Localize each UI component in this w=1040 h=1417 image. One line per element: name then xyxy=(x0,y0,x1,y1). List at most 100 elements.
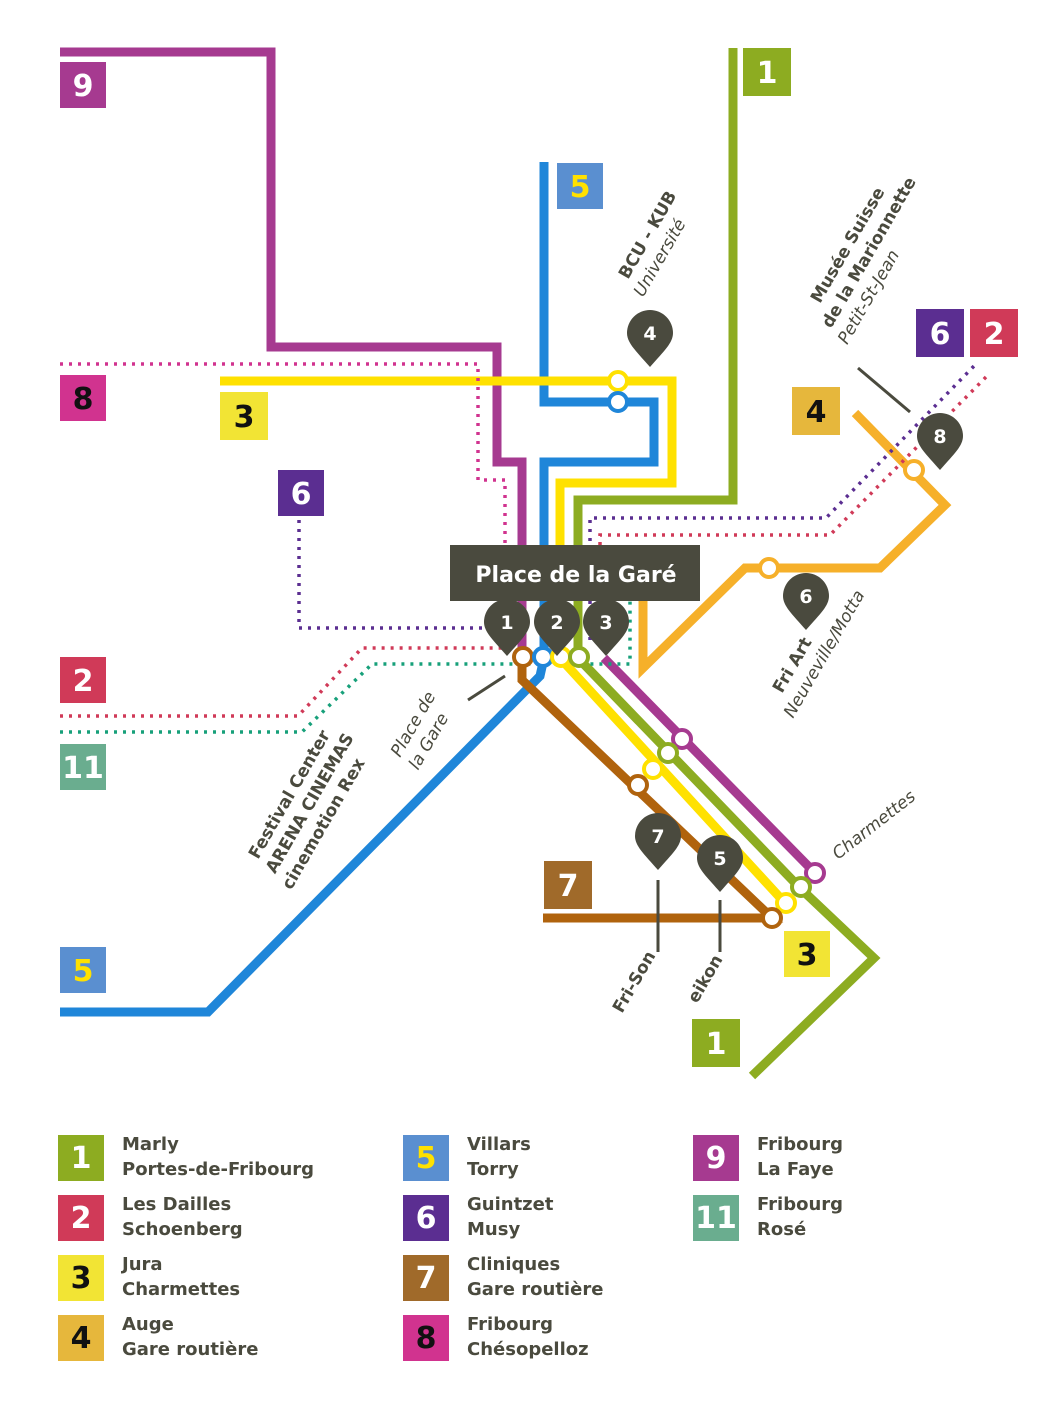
badge-line-5-bottom[interactable]: 5 xyxy=(60,947,106,993)
station-gare-green[interactable] xyxy=(568,646,590,668)
legend-badge-2: 2 xyxy=(58,1195,104,1241)
poi-bcu-kub: BCU - KUB Université xyxy=(615,188,690,301)
station-charmettes-green[interactable] xyxy=(790,876,812,898)
line-5-route xyxy=(60,162,659,1017)
svg-text:1: 1 xyxy=(706,1027,727,1062)
svg-text:5: 5 xyxy=(570,170,591,205)
pin-7[interactable]: 7 xyxy=(635,813,681,870)
svg-text:3: 3 xyxy=(599,612,612,634)
svg-text:6: 6 xyxy=(799,586,812,608)
line-2-route xyxy=(60,646,502,718)
svg-text:3: 3 xyxy=(234,400,255,435)
badge-line-7[interactable]: 7 xyxy=(544,861,592,909)
poi-place-de-la-gare: Place de la Gare xyxy=(387,688,453,773)
pin-3[interactable]: 3 xyxy=(583,599,629,656)
hub-label[interactable]: Place de la Garé xyxy=(475,563,676,588)
svg-text:6: 6 xyxy=(930,317,951,352)
station-south-brown[interactable] xyxy=(627,774,649,796)
svg-text:Fri-Son: Fri-Son xyxy=(609,948,660,1017)
svg-text:4: 4 xyxy=(643,323,656,345)
svg-text:9: 9 xyxy=(73,69,94,104)
line-3-route xyxy=(220,376,789,907)
pin-1[interactable]: 1 xyxy=(484,599,530,656)
badge-line-3-left[interactable]: 3 xyxy=(220,392,268,440)
badge-line-11[interactable]: 11 xyxy=(60,744,106,790)
svg-text:8: 8 xyxy=(933,426,946,448)
legend-badge-6: 6 xyxy=(403,1195,449,1241)
badge-line-3-bottom[interactable]: 3 xyxy=(784,931,830,977)
legend-badge-7: 7 xyxy=(403,1255,449,1301)
svg-text:7: 7 xyxy=(558,869,579,904)
station-charmettes-purple[interactable] xyxy=(804,862,826,884)
legend-badge-11: 11 xyxy=(693,1195,739,1241)
legend-badge-4: 4 xyxy=(58,1315,104,1361)
poi-frison: Fri-Son xyxy=(609,948,660,1017)
transit-map: Place de la Garé 4 8 6 1 2 3 7 5 9 1 xyxy=(60,47,1018,1080)
legend-badge-5: 5 xyxy=(403,1135,449,1181)
poi-charmettes: Charmettes xyxy=(829,787,920,864)
line-4-route xyxy=(638,409,952,679)
badge-line-4[interactable]: 4 xyxy=(792,387,840,435)
leader-musee xyxy=(857,366,911,414)
badge-line-9[interactable]: 9 xyxy=(60,62,106,108)
hub-label-box xyxy=(450,545,700,601)
line-2-route-east xyxy=(598,373,990,635)
station-south-green[interactable] xyxy=(657,742,679,764)
legend-badge-1: 1 xyxy=(58,1135,104,1181)
station-south-yellow[interactable] xyxy=(642,758,664,780)
pin-4[interactable]: 4 xyxy=(627,310,673,367)
line-8-route xyxy=(60,362,507,640)
svg-text:2: 2 xyxy=(73,664,94,699)
svg-text:3: 3 xyxy=(797,938,818,973)
svg-text:4: 4 xyxy=(806,395,827,430)
badge-line-2-right[interactable]: 2 xyxy=(970,309,1018,357)
badge-line-6-right[interactable]: 6 xyxy=(916,309,964,357)
svg-text:7: 7 xyxy=(651,826,664,848)
pin-8[interactable]: 8 xyxy=(917,413,963,470)
station-south-purple[interactable] xyxy=(671,728,693,750)
svg-text:8: 8 xyxy=(73,382,94,417)
line-9-route-south xyxy=(600,654,819,877)
legend-badge-8: 8 xyxy=(403,1315,449,1361)
svg-text:6: 6 xyxy=(291,477,312,512)
pin-5[interactable]: 5 xyxy=(697,835,743,892)
poi-eikon: eikon xyxy=(684,951,727,1006)
svg-text:Charmettes: Charmettes xyxy=(829,787,920,864)
pin-2[interactable]: 2 xyxy=(534,599,580,656)
svg-text:5: 5 xyxy=(713,848,726,870)
svg-text:5: 5 xyxy=(73,954,94,989)
pin-6[interactable]: 6 xyxy=(783,573,829,630)
station-bcu-blue[interactable] xyxy=(607,391,629,413)
badge-line-5-top[interactable]: 5 xyxy=(557,163,603,209)
badge-line-8[interactable]: 8 xyxy=(60,375,106,421)
line-6-route xyxy=(297,520,495,630)
svg-text:1: 1 xyxy=(500,612,513,634)
station-gare-blue[interactable] xyxy=(532,646,554,668)
legend-badge-3: 3 xyxy=(58,1255,104,1301)
station-bcu-yellow[interactable] xyxy=(607,370,629,392)
badge-line-1-bottom[interactable]: 1 xyxy=(692,1019,740,1067)
svg-text:1: 1 xyxy=(757,56,778,91)
station-charmettes-yellow[interactable] xyxy=(775,892,797,914)
svg-text:11: 11 xyxy=(62,751,104,786)
badge-line-6-left[interactable]: 6 xyxy=(278,470,324,516)
badge-line-2-left[interactable]: 2 xyxy=(60,657,106,703)
badge-line-1-top[interactable]: 1 xyxy=(743,48,791,96)
svg-text:2: 2 xyxy=(550,612,563,634)
station-musee[interactable] xyxy=(903,459,925,481)
station-friart[interactable] xyxy=(758,557,780,579)
leader-gare xyxy=(467,674,506,702)
svg-text:2: 2 xyxy=(984,317,1005,352)
station-charmettes-brown[interactable] xyxy=(761,907,783,929)
station-gare-brown[interactable] xyxy=(512,646,534,668)
